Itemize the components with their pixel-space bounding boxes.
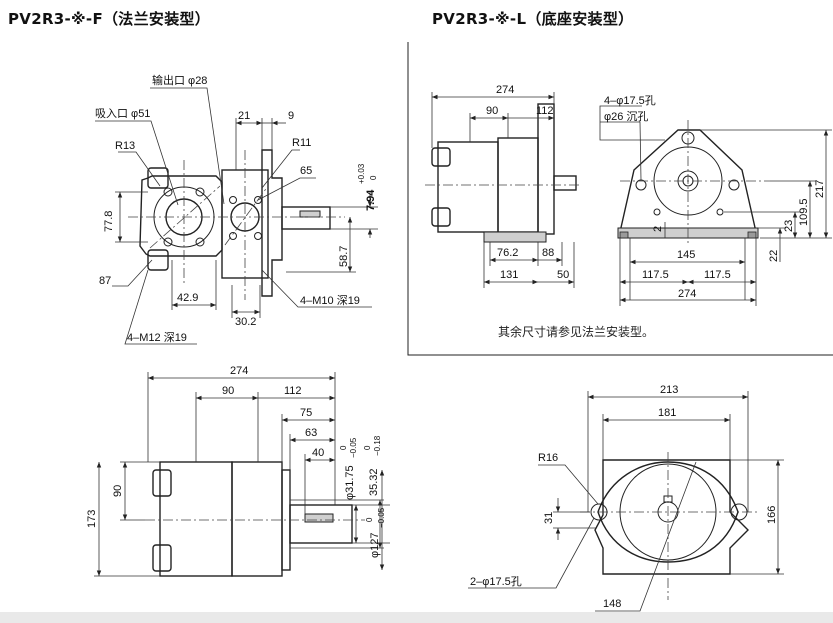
tol-127-upper: 0 [365, 517, 374, 522]
foot-dim-88: 88 [542, 247, 554, 259]
foot-dim-76-2: 76.2 [497, 247, 518, 259]
tol-127-lower: −0.05 [377, 507, 386, 528]
dim-42-9: 42.9 [177, 292, 198, 304]
title-flange-mount: PV2R3-※-F（法兰安装型） [8, 10, 211, 28]
foot-dim-112: 112 [536, 105, 554, 117]
dim-58-7: 58.7 [338, 246, 350, 267]
foot-dim-23: 23 [783, 220, 795, 232]
front-dim-31: 31 [543, 512, 555, 524]
dim-77-8: 77.8 [103, 211, 115, 232]
dim-21: 21 [238, 110, 250, 122]
foot-dim-131: 131 [500, 269, 518, 281]
front-dim-166: 166 [766, 506, 778, 524]
foot-dim-117-5-right: 117.5 [704, 269, 731, 281]
tol-31-75-lower: −0.05 [349, 437, 358, 458]
label-m12: 4–M12 深19 [127, 331, 187, 344]
foot-side-view [425, 92, 582, 288]
dim-r11: R11 [292, 137, 311, 149]
foot-dim-145: 145 [677, 249, 695, 261]
dim-9: 9 [288, 110, 294, 122]
tol-7-94-upper: +0.03 [357, 163, 366, 184]
flange-front-view [468, 391, 784, 612]
foot-dim-217: 217 [814, 180, 826, 198]
foot-dim-274: 274 [496, 84, 514, 96]
side-view [94, 372, 390, 577]
side-dim-90: 90 [222, 385, 234, 397]
side-dim-35-32: 35.32 [368, 468, 380, 496]
side-dim-63: 63 [305, 427, 317, 439]
foot-dim-90: 90 [486, 105, 498, 117]
dim-7-94: 7.94 [365, 189, 377, 211]
foot-dim-50: 50 [557, 269, 569, 281]
foot-view-frame [407, 42, 833, 356]
side-dim-112: 112 [284, 385, 302, 397]
tol-7-94-lower: 0 [369, 175, 378, 180]
side-dim-173: 173 [86, 510, 98, 528]
label-inlet: 吸入口 φ51 [95, 108, 150, 120]
side-dim-31-75: φ31.75 [344, 465, 356, 500]
tol-35-32-upper: 0 [363, 445, 372, 450]
tol-31-75-upper: 0 [339, 445, 348, 450]
front-dim-r16: R16 [538, 452, 558, 464]
flange-end-view [95, 87, 378, 345]
foot-end-view [599, 105, 832, 306]
label-outlet: 输出口 φ28 [152, 73, 207, 87]
tol-35-32-lower: −0.18 [373, 435, 382, 456]
side-dim-274: 274 [230, 365, 248, 377]
foot-counterbore-label: φ26 沉孔 [604, 110, 648, 123]
front-dim-181: 181 [658, 407, 676, 419]
side-dim-127: φ127 [369, 533, 381, 559]
side-dim-75: 75 [300, 407, 312, 419]
foot-dim-22: 22 [768, 250, 780, 262]
side-dim-90-vertical: 90 [112, 485, 124, 497]
dim-r13: R13 [115, 140, 135, 152]
front-dim-213: 213 [660, 384, 678, 396]
foot-dim-117-5-left: 117.5 [642, 269, 669, 281]
title-foot-mount: PV2R3-※-L（底座安装型） [432, 10, 634, 28]
foot-dim-274-bottom: 274 [678, 288, 696, 300]
foot-note: 其余尺寸请参见法兰安装型。 [498, 324, 654, 339]
dim-87: 87 [99, 275, 111, 287]
front-holes-label: 2–φ17.5孔 [470, 575, 522, 588]
dim-65: 65 [300, 165, 312, 177]
dim-30-2: 30.2 [235, 316, 256, 328]
bottom-strip [0, 612, 833, 623]
foot-holes-label: 4–φ17.5孔 [604, 94, 656, 107]
foot-dim-2: 2 [652, 226, 664, 232]
label-m10: 4–M10 深19 [300, 294, 360, 307]
foot-dim-109-5: 109.5 [798, 198, 810, 226]
front-dim-148: 148 [603, 598, 621, 610]
side-dim-40: 40 [312, 447, 324, 459]
